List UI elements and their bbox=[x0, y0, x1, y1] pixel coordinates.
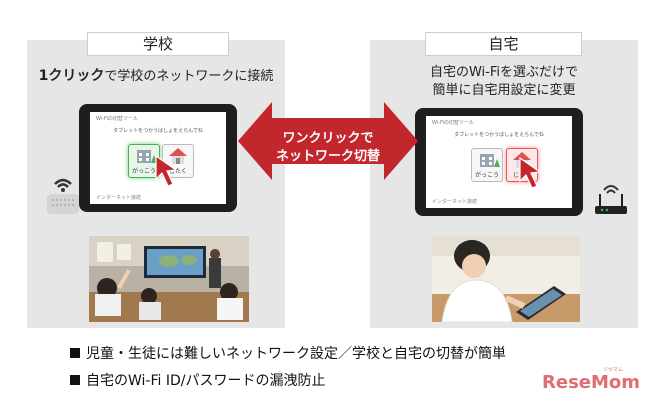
home-screen-title: Wi-Fiの切替ツール bbox=[432, 120, 474, 126]
school-button-label: がっこう bbox=[131, 168, 156, 175]
school-building-icon bbox=[137, 150, 157, 163]
cursor-arrow-icon bbox=[519, 156, 542, 189]
school-caption: 1クリックで学校のネットワークに接続 bbox=[27, 67, 285, 86]
home-tablet: Wi-Fiの切替ツール タブレットをつかうばしょをえらんでね がっこう じたく bbox=[415, 108, 583, 216]
school-panel: 学校 1クリックで学校のネットワークに接続 Wi-Fiの切替ツール タブレットを… bbox=[27, 32, 285, 328]
school-tablet-screen: Wi-Fiの切替ツール タブレットをつかうばしょをえらんでね がっこう じたく bbox=[90, 112, 226, 204]
school-caption-rest: で学校のネットワークに接続 bbox=[104, 69, 274, 84]
school-label-box: 学校 bbox=[87, 32, 229, 56]
access-point-icon bbox=[47, 178, 79, 214]
school-tablet: Wi-Fiの切替ツール タブレットをつかうばしょをえらんでね がっこう じたく bbox=[79, 104, 237, 212]
home-screen-prompt: タブレットをつかうばしょをえらんでね bbox=[454, 132, 544, 138]
child-photo bbox=[432, 236, 580, 322]
logo-sub: リセマム bbox=[603, 367, 624, 373]
school-caption-bold: 1クリック bbox=[38, 68, 105, 84]
arrow-text: ワンクリックで ネットワーク切替 bbox=[263, 130, 393, 166]
bullet-text-1: 児童・生徒には難しいネットワーク設定／学校と自宅の切替が簡単 bbox=[86, 346, 506, 362]
bullet-text-2: 自宅のWi-Fi ID/パスワードの漏洩防止 bbox=[86, 373, 326, 389]
cursor-arrow-icon bbox=[155, 154, 178, 187]
home-caption-line2: 簡単に自宅用設定に変更 bbox=[432, 83, 576, 98]
home-label: 自宅 bbox=[488, 35, 519, 53]
router-icon bbox=[595, 185, 627, 214]
home-label-box: 自宅 bbox=[425, 32, 582, 56]
switch-double-arrow bbox=[238, 102, 418, 180]
school-screen-title: Wi-Fiの切替ツール bbox=[96, 116, 138, 122]
bullet-item-1: 児童・生徒には難しいネットワーク設定／学校と自宅の切替が簡単 bbox=[70, 343, 506, 363]
home-caption: 自宅のWi-Fiを選ぶだけで 簡単に自宅用設定に変更 bbox=[370, 64, 638, 100]
arrow-text-line1: ワンクリックで bbox=[282, 131, 374, 146]
home-caption-line1: 自宅のWi-Fiを選ぶだけで bbox=[429, 65, 578, 80]
classroom-photo bbox=[89, 236, 249, 322]
school-button-gakkou[interactable]: がっこう bbox=[128, 144, 160, 178]
bullet-item-2: 自宅のWi-Fi ID/パスワードの漏洩防止 bbox=[70, 370, 325, 390]
school-button-gakkou[interactable]: がっこう bbox=[471, 148, 503, 182]
home-button-label: じたく bbox=[168, 168, 187, 175]
school-screen-footer: インターネット接続 bbox=[96, 195, 142, 201]
home-panel: 自宅 自宅のWi-Fiを選ぶだけで 簡単に自宅用設定に変更 Wi-Fiの切替ツー… bbox=[370, 32, 638, 328]
home-tablet-screen: Wi-Fiの切替ツール タブレットをつかうばしょをえらんでね がっこう じたく bbox=[426, 116, 572, 208]
resemom-logo: ReseMom bbox=[542, 372, 641, 393]
arrow-text-line2: ネットワーク切替 bbox=[275, 149, 380, 164]
school-screen-prompt: タブレットをつかうばしょをえらんでね bbox=[113, 128, 203, 134]
school-button-label: がっこう bbox=[474, 172, 499, 179]
house-icon bbox=[169, 148, 187, 164]
school-label: 学校 bbox=[142, 35, 173, 53]
bullet-square bbox=[70, 375, 80, 385]
bullet-square bbox=[70, 348, 80, 358]
school-building-icon bbox=[480, 154, 500, 167]
home-screen-footer: インターネット接続 bbox=[432, 199, 478, 205]
